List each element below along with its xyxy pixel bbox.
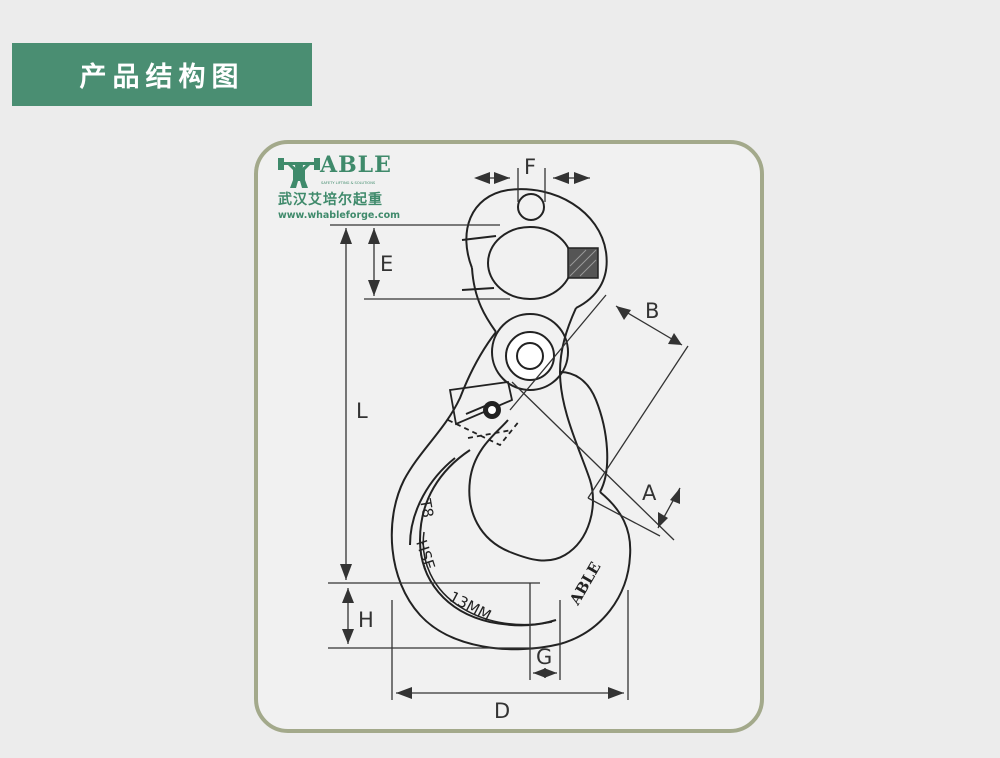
dim-label-e: E: [380, 252, 393, 276]
dim-label-l: L: [356, 399, 368, 423]
latch-hatch: [569, 249, 597, 277]
logo-url: www.whableforge.com: [278, 210, 401, 221]
logo-company-name: 武汉艾培尔起重: [278, 192, 383, 208]
able-logo: ABLE SAFETY LIFTING & SOLUTIONS 武汉艾培尔起重 …: [278, 152, 408, 227]
section-title: 产品结构图: [79, 62, 245, 93]
stamp-grade: T8: [416, 497, 437, 520]
diagram-frame: [254, 140, 764, 733]
dim-label-d: D: [494, 699, 510, 723]
stamp-size: 13MM: [446, 588, 494, 625]
weightlifter-icon: [278, 158, 320, 188]
stamp-brand: ABLE: [565, 559, 604, 609]
dimension-arrows: [340, 172, 682, 699]
dim-label-a: A: [642, 481, 657, 505]
dim-label-g: G: [536, 645, 552, 669]
logo-brand: ABLE: [320, 152, 392, 178]
dim-label-h: H: [358, 608, 374, 632]
stamp-model: HSE: [412, 538, 438, 572]
section-title-bar: 产品结构图: [12, 43, 312, 106]
bolt-inner: [516, 342, 544, 370]
dim-label-b: B: [645, 299, 659, 323]
safety-latch: [447, 380, 521, 447]
hook-body: [390, 188, 632, 651]
latch-spring: [465, 401, 501, 419]
logo-tagline: SAFETY LIFTING & SOLUTIONS: [321, 181, 376, 185]
dim-label-f: F: [524, 155, 536, 179]
dimension-lines: [328, 168, 689, 700]
